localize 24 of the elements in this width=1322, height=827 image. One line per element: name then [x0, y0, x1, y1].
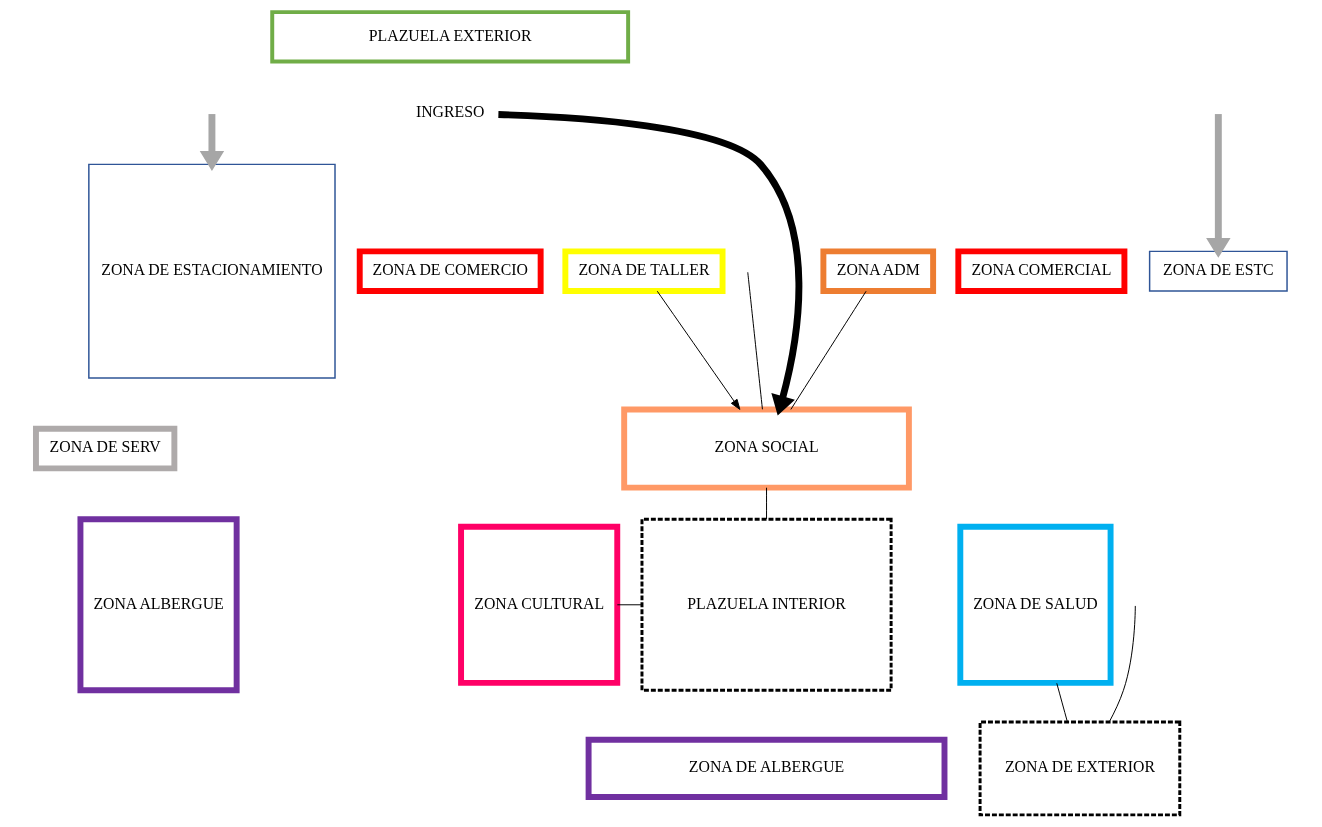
arrow [497, 111, 802, 416]
node-box: ZONA ALBERGUE [76, 516, 240, 694]
connector [616, 604, 642, 606]
node-box: ZONA ADM [819, 248, 936, 294]
node-box: ZONA CULTURAL [457, 523, 620, 686]
connector [746, 271, 763, 410]
arrow [656, 290, 740, 410]
node-box: PLAZUELA EXTERIOR [269, 10, 630, 64]
node-box: ZONA DE ALBERGUE [585, 736, 947, 801]
node-box: ZONA COMERCIAL [954, 248, 1127, 294]
node-box: ZONA DE COMERCIO [356, 248, 544, 294]
connector [1108, 605, 1136, 723]
node-box: ZONA DE SERV [32, 425, 177, 472]
node-box: ZONA DE TALLER [561, 248, 725, 294]
node-box: ZONA DE ESTACIONAMIENTO [87, 163, 336, 379]
connector [1055, 682, 1068, 723]
node-box: ZONA DE ESTC [1148, 250, 1288, 292]
connector [765, 487, 767, 520]
node-box: ZONA SOCIAL [620, 406, 912, 491]
node-box: ZONA DE EXTERIOR [978, 720, 1181, 817]
node-box: ZONA DE SALUD [956, 523, 1114, 686]
connector [789, 290, 867, 410]
node-text: INGRESO [415, 102, 484, 120]
node-box: PLAZUELA INTERIOR [640, 517, 893, 692]
